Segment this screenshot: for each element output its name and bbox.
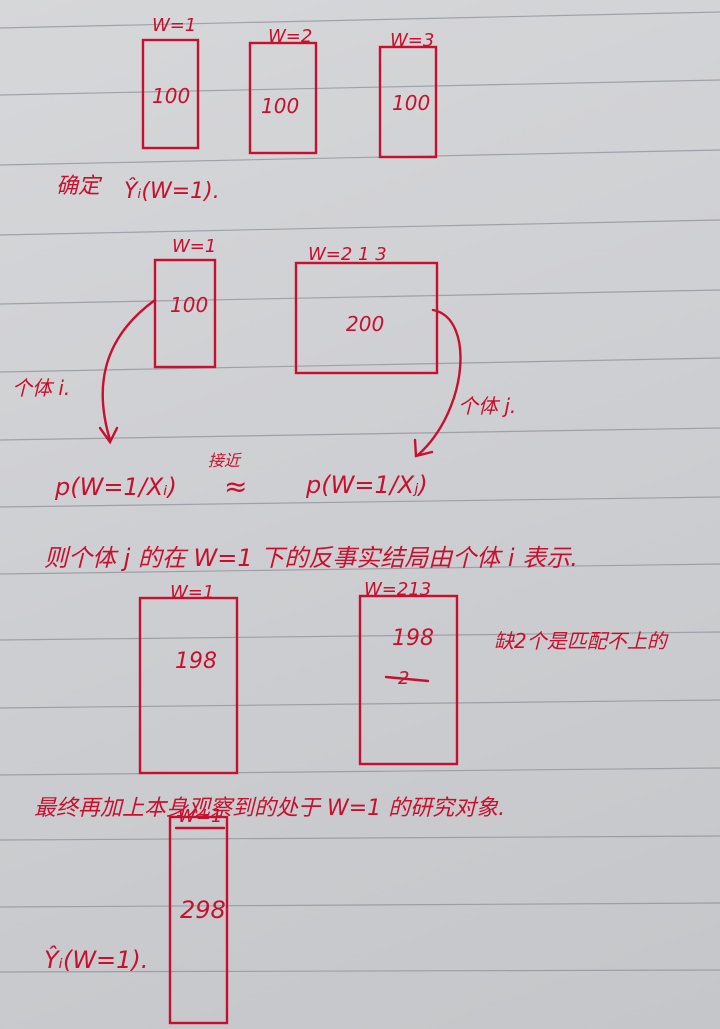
s3-label-right: W=213 [364,579,431,600]
s1-label-w1: W=1 [152,15,196,36]
s1-label-w3: W=3 [390,30,434,51]
s2-label-right: W=2 1 3 [308,244,387,265]
s2-label-left: W=1 [172,236,216,257]
s2-individual-j: 个体 j. [458,394,516,418]
s1-yhat: Ŷᵢ(W=1). [124,178,220,204]
s2-approx-sign: ≈ [224,470,247,503]
arrowhead-j [413,438,434,458]
s3-box-right [358,594,459,766]
arrow-individual-j [416,308,462,457]
s1-value-w3: 100 [392,91,430,115]
s3-note: 缺2个是匹配不上的 [494,629,669,653]
s3-value-right: 198 [392,626,434,651]
arrow-individual-i [101,298,157,442]
s4-value: 298 [180,896,226,924]
s3-strike [384,675,430,683]
ruled-lines [0,11,720,973]
s1-box-w2 [248,41,318,155]
s1-box-w3 [378,45,438,159]
s3-sentence: 则个体 j 的在 W=1 下的反事实结局由个体 i 表示. [44,544,578,572]
s1-value-w2: 100 [261,94,299,118]
s2-box-right [294,261,439,375]
s3-label-left: W=1 [170,582,214,603]
s2-p-right: p(W=1/Xⱼ) [305,471,428,499]
s2-approx-label: 接近 [208,451,242,470]
s2-value-left: 100 [170,293,208,317]
s4-yhat: Ŷᵢ(W=1). [44,944,148,974]
s3-value-left: 198 [175,649,217,674]
s1-value-w1: 100 [152,84,190,108]
s2-value-right: 200 [346,312,384,336]
s3-box-left [138,596,239,775]
s4-label: W=1 [178,806,222,827]
s3-struck-value: 2 [398,668,409,689]
s2-p-left: p(W=1/Xᵢ) [54,473,177,501]
s1-determine: 确定 [56,174,103,199]
s4-sentence: 最终再加上本身观察到的处于 W=1 的研究对象. [34,796,505,821]
s1-label-w2: W=2 [268,26,312,47]
s2-box-left [153,258,217,369]
s2-individual-i: 个体 i. [12,376,70,400]
arrowhead-i [98,426,119,445]
s1-box-w1 [141,38,200,150]
s4-box [168,815,229,1025]
